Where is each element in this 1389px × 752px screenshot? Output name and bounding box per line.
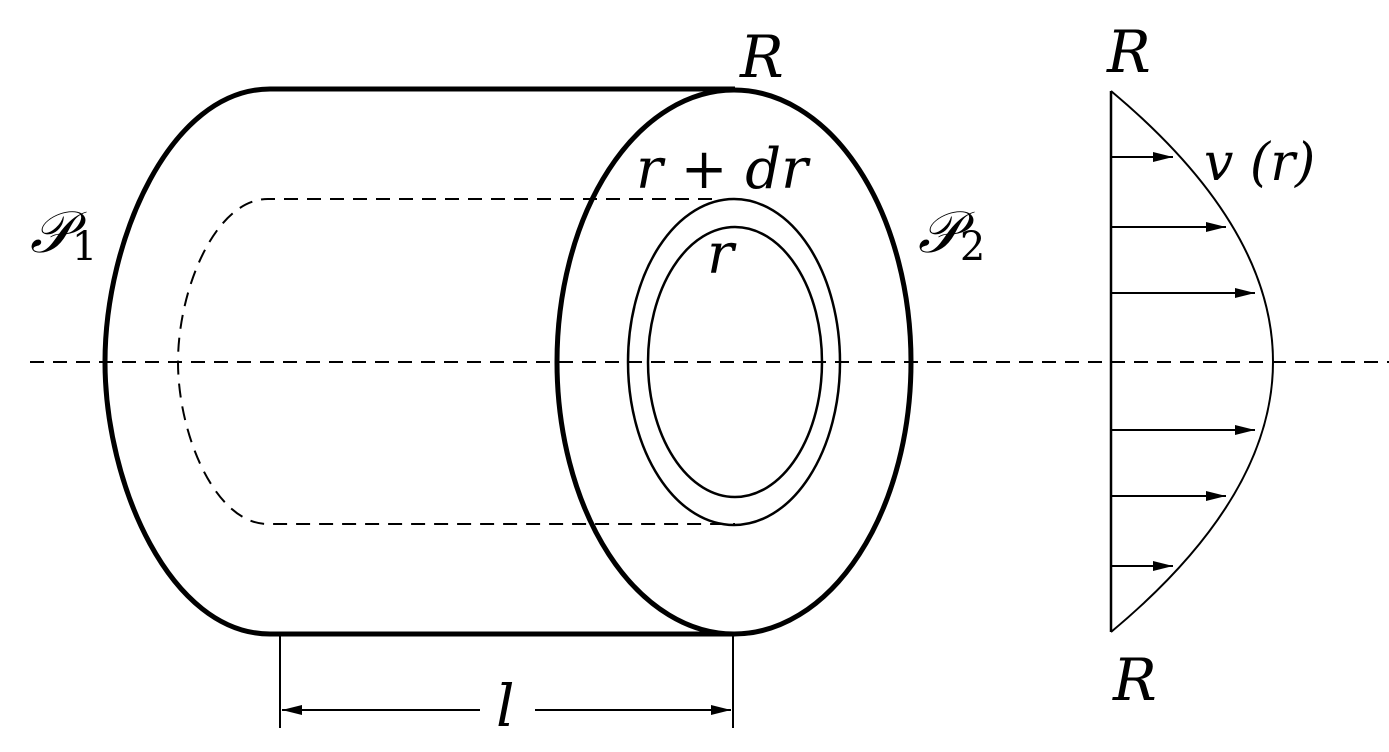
- label-pressure-2: 𝒫2: [918, 198, 985, 270]
- label-profile-radius-top: R: [1106, 18, 1151, 86]
- label-outer-radius: R: [739, 23, 784, 91]
- label-r-plus-dr: r + dr: [636, 137, 811, 202]
- label-length: l: [496, 672, 515, 740]
- shell-inner-ellipse: [646, 225, 824, 499]
- label-inner-radius: r: [707, 222, 737, 287]
- label-pressure-1-subscript: 1: [72, 224, 97, 270]
- label-velocity: v (r): [1204, 133, 1315, 193]
- velocity-profile-curve: [1110, 90, 1274, 633]
- label-pressure-1: 𝒫1: [30, 198, 97, 270]
- inner-shell-hidden-outline: [176, 198, 735, 525]
- label-profile-radius-bottom: R: [1112, 646, 1157, 714]
- label-pressure-2-subscript: 2: [960, 224, 985, 270]
- shell-outer-ellipse: [626, 197, 842, 527]
- cylinder-left-end: [102, 86, 271, 637]
